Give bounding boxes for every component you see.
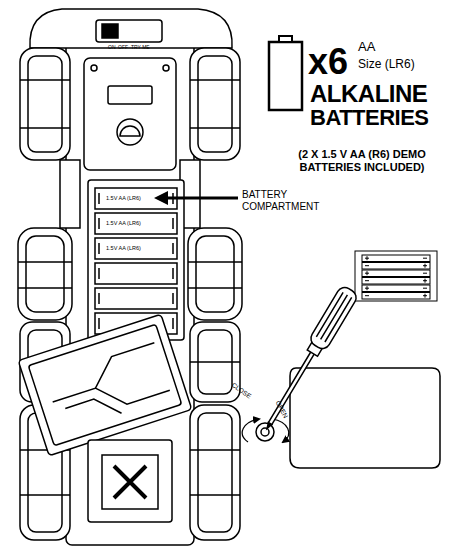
- wheel: [20, 48, 70, 160]
- battery-slot: [95, 213, 177, 234]
- wheel-tread: [198, 56, 232, 152]
- battery-contacts: [99, 193, 173, 329]
- arrow-head: [154, 191, 168, 205]
- battery-label: 1.5V AA (LR6): [106, 246, 141, 252]
- direction-label: CLOSE: [230, 382, 252, 400]
- callout-label: BATTERY COMPARTMENT: [242, 189, 332, 213]
- cover-plate: [18, 314, 192, 455]
- compartment-cover: [18, 314, 192, 455]
- battery-icon: [269, 42, 302, 110]
- bottom-plate: [88, 440, 172, 522]
- layout-battery: [362, 293, 430, 300]
- battery-slot: [95, 188, 177, 209]
- x-mark: [114, 466, 146, 498]
- wheel: [190, 48, 240, 160]
- battery-label: 1.5V AA (LR6): [106, 221, 141, 227]
- battery-count: x6: [308, 44, 348, 80]
- chassis-body: [66, 40, 194, 545]
- screw-slot: [261, 428, 269, 436]
- switch-housing: [96, 20, 162, 42]
- cover-ribs: [45, 343, 172, 433]
- battery-size: Size (LR6): [358, 58, 415, 70]
- battery-type: ALKALINE: [310, 82, 427, 106]
- open-arrow: [272, 419, 289, 442]
- switch-label: TRY ME: [131, 45, 150, 50]
- screw: [91, 65, 97, 71]
- battery-layout-box: [355, 251, 437, 301]
- wheel-tread: [28, 56, 62, 152]
- upper-panel: [84, 58, 176, 170]
- emblem: [117, 119, 143, 145]
- screw-head: [256, 423, 274, 441]
- leader-arrow: [164, 197, 238, 200]
- panel-window: [108, 86, 152, 104]
- axle-housing: [60, 160, 80, 228]
- bottom-panel: [102, 455, 158, 509]
- direction-label: OPEN: [274, 400, 288, 419]
- battery-layout: [355, 251, 437, 301]
- front-bumper: [30, 9, 232, 48]
- wheel-tread: [198, 413, 232, 532]
- polarity-marks: [365, 256, 427, 298]
- wheel-tread: [196, 236, 234, 312]
- wheel-tread: [26, 236, 64, 312]
- battery-size: AA: [358, 40, 375, 53]
- layout-battery: [362, 270, 430, 277]
- handle-grooves: [316, 292, 351, 342]
- layout-battery: [362, 278, 430, 285]
- emblem-gear: [120, 126, 140, 136]
- battery-slot: [95, 263, 177, 284]
- layout-battery: [362, 263, 430, 270]
- demo-note: (2 X 1.5 V AA (R6) DEMO BATTERIES INCLUD…: [278, 148, 446, 174]
- vehicle: [18, 9, 242, 545]
- battery-compartment: [88, 180, 184, 340]
- screwdriver: [258, 285, 359, 434]
- switch-slider: [102, 24, 118, 38]
- tread-lines: [18, 80, 242, 495]
- screwdriver-shaft: [268, 350, 315, 424]
- switch-label: OFF: [118, 45, 128, 50]
- screwdriver-handle: [308, 285, 359, 352]
- battery-label: 1.5V AA (LR6): [106, 196, 141, 202]
- close-arrow: [242, 419, 259, 442]
- battery-slot: [95, 288, 177, 309]
- cover-inner: [28, 324, 181, 445]
- cover-card: [290, 368, 440, 468]
- battery-terminal: [279, 36, 292, 42]
- screw: [163, 65, 169, 71]
- layout-battery: [362, 255, 430, 262]
- battery-slot: [95, 238, 177, 259]
- wheel: [188, 228, 242, 320]
- wheel: [18, 228, 72, 320]
- switch-label: ON: [108, 45, 116, 50]
- wheel: [190, 405, 240, 540]
- battery-type: BATTERIES: [310, 107, 429, 129]
- layout-battery: [362, 285, 430, 292]
